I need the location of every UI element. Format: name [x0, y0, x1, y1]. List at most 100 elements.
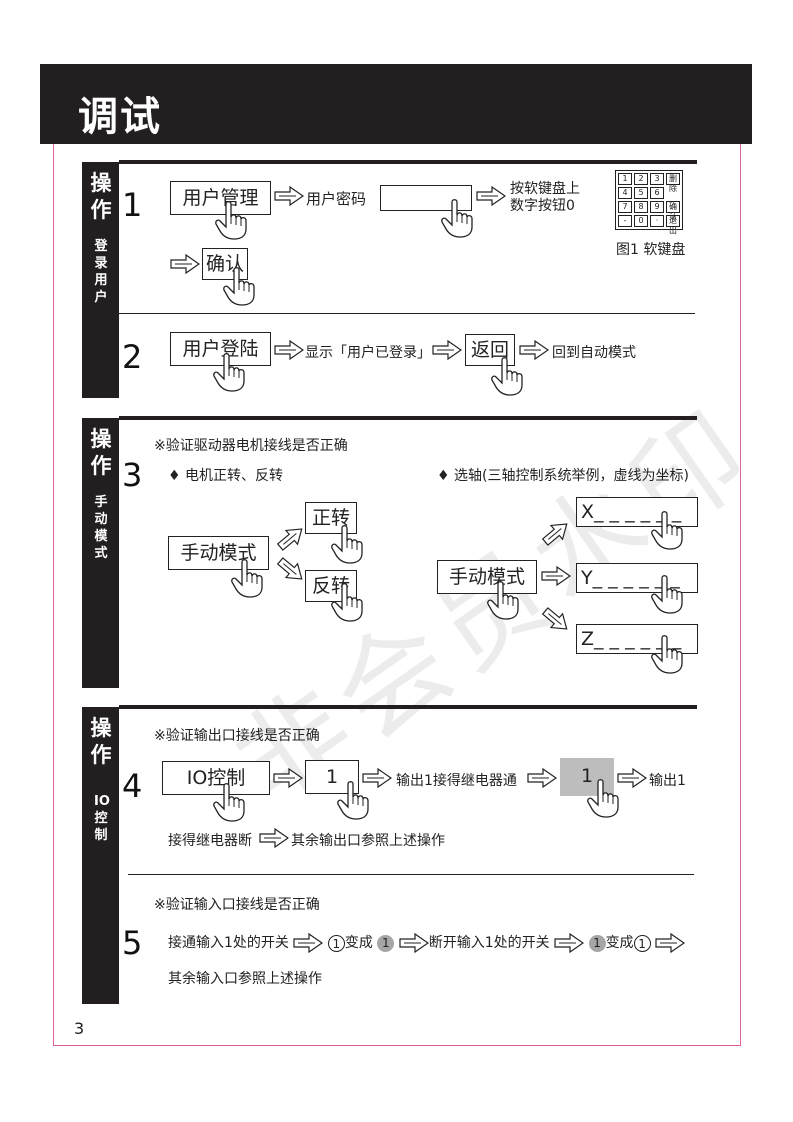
section3-side-big: 操作 [90, 716, 112, 767]
keypad-instruction-1: 按软键盘上 [510, 181, 580, 197]
keypad-key[interactable]: 9 [650, 201, 664, 213]
page-title: 调试 [78, 94, 162, 140]
keypad-key[interactable]: 6 [650, 187, 664, 199]
arrow-right-icon [554, 933, 584, 953]
section1-side-label: 操作 登录用户 [82, 162, 119, 398]
input-others-text: 其余输入口参照上述操作 [168, 971, 322, 987]
arrow-right-icon [527, 768, 557, 788]
input-wiring-note: ※验证输入口接线是否正确 [154, 897, 320, 913]
keypad-key[interactable]: 5 [634, 187, 648, 199]
arrow-right-icon [274, 340, 304, 360]
logged-in-message: 显示「用户已登录」 [305, 345, 431, 361]
keypad-caption: 图1 软键盘 [616, 242, 686, 258]
section3-side-small: IO控制 [94, 794, 110, 843]
hand-pointer-icon [486, 580, 520, 620]
axis-x-button[interactable]: X_ _ _ _ _ _ [576, 497, 698, 527]
motor-direction-bullet: ♦ 电机正转、反转 [168, 468, 284, 484]
hand-pointer-icon [212, 352, 246, 392]
keypad-instruction-2: 数字按钮0 [510, 198, 575, 214]
manual-mode-button-2[interactable]: 手动模式 [437, 560, 537, 594]
hand-pointer-icon [650, 574, 684, 614]
user-manage-button[interactable]: 用户管理 [170, 181, 271, 215]
axis-z-button[interactable]: Z_ _ _ _ _ _ [576, 624, 698, 654]
keypad-key[interactable]: · [650, 215, 664, 227]
section2-side-label: 操作 手动模式 [82, 418, 119, 688]
hand-pointer-icon [214, 200, 248, 240]
step-2-number: 2 [122, 338, 143, 376]
hand-pointer-icon [330, 524, 364, 564]
output-1-active-button[interactable]: 1 [560, 758, 614, 796]
hand-pointer-icon [212, 782, 246, 822]
becomes-text-1: 变成 [344, 935, 373, 951]
output-others-text: 其余输出口参照上述操作 [291, 833, 445, 849]
section1-side-small: 登录用户 [94, 239, 108, 305]
io-control-button[interactable]: IO控制 [162, 761, 270, 795]
arrow-right-icon [273, 768, 303, 788]
input-indicator-on: 1 [588, 934, 606, 952]
hand-pointer-icon [650, 634, 684, 674]
keypad-key[interactable]: 2 [634, 173, 648, 185]
axis-y-button[interactable]: Y_ _ _ _ _ _ [576, 563, 698, 593]
hand-pointer-icon [330, 582, 364, 622]
input-on-text: 接通输入1处的开关 [168, 935, 289, 951]
input-off-text: 断开输入1处的开关 [428, 935, 550, 951]
return-button[interactable]: 返回 [465, 334, 515, 366]
section1-top-rule [119, 160, 697, 164]
output-1-tail-text: 输出1 [649, 773, 686, 789]
keypad-key[interactable]: 3 [650, 173, 664, 185]
arrow-right-icon [541, 566, 571, 586]
section1-divider [119, 313, 695, 314]
section2-top-rule [119, 416, 697, 420]
hand-pointer-icon [440, 198, 474, 238]
arrow-right-icon [432, 340, 462, 360]
arrow-right-icon [170, 254, 200, 274]
password-label: 用户密码 [306, 190, 367, 208]
hand-pointer-icon [650, 510, 684, 550]
step-4-number: 4 [122, 767, 143, 805]
arrow-right-icon [399, 933, 429, 953]
keypad-key[interactable]: 4 [618, 187, 632, 199]
hand-pointer-icon [222, 266, 256, 306]
hand-pointer-icon [586, 778, 620, 818]
keypad-key[interactable]: 确认 [666, 201, 680, 221]
arrow-right-icon [259, 828, 289, 848]
arrow-right-icon [617, 768, 647, 788]
password-input[interactable] [380, 185, 472, 211]
arrow-right-icon [293, 933, 323, 953]
motor-wiring-note: ※验证驱动器电机接线是否正确 [154, 438, 348, 454]
keypad-key[interactable]: 0 [634, 215, 648, 227]
page-number: 3 [74, 1019, 85, 1038]
input-indicator-off: 1 [633, 934, 651, 952]
keypad-key[interactable]: 8 [634, 201, 648, 213]
arrow-right-icon [476, 186, 506, 206]
section3-divider [128, 874, 694, 875]
keypad-key[interactable]: - [618, 215, 632, 227]
step-3-number: 3 [122, 456, 143, 494]
manual-mode-button-1[interactable]: 手动模式 [168, 536, 269, 570]
output-wiring-note: ※验证输出口接线是否正确 [154, 728, 320, 744]
hand-pointer-icon [230, 558, 264, 598]
section2-side-big: 操作 [90, 427, 112, 478]
forward-button[interactable]: 正转 [305, 502, 357, 534]
output-on-text: 输出1接得继电器通 [396, 773, 517, 789]
section1-side-big: 操作 [90, 171, 112, 222]
hand-pointer-icon [490, 356, 524, 396]
section3-top-rule [119, 705, 697, 709]
keypad-key[interactable] [666, 187, 680, 197]
auto-mode-text: 回到自动模式 [552, 345, 636, 361]
content-frame [53, 144, 741, 1046]
user-login-button[interactable]: 用户登陆 [170, 332, 271, 366]
keypad-key[interactable]: 删除 [666, 173, 680, 193]
keypad-key[interactable]: 7 [618, 201, 632, 213]
arrow-right-icon [655, 933, 685, 953]
section3-side-label: 操作 IO控制 [82, 707, 119, 1004]
arrow-right-icon [362, 768, 392, 788]
input-indicator-off: 1 [327, 934, 345, 952]
arrow-right-icon [274, 186, 304, 206]
keypad-key[interactable]: 1 [618, 173, 632, 185]
section2-side-small: 手动模式 [94, 495, 108, 561]
arrow-right-icon [519, 340, 549, 360]
keypad-key[interactable]: 退出 [666, 215, 680, 235]
